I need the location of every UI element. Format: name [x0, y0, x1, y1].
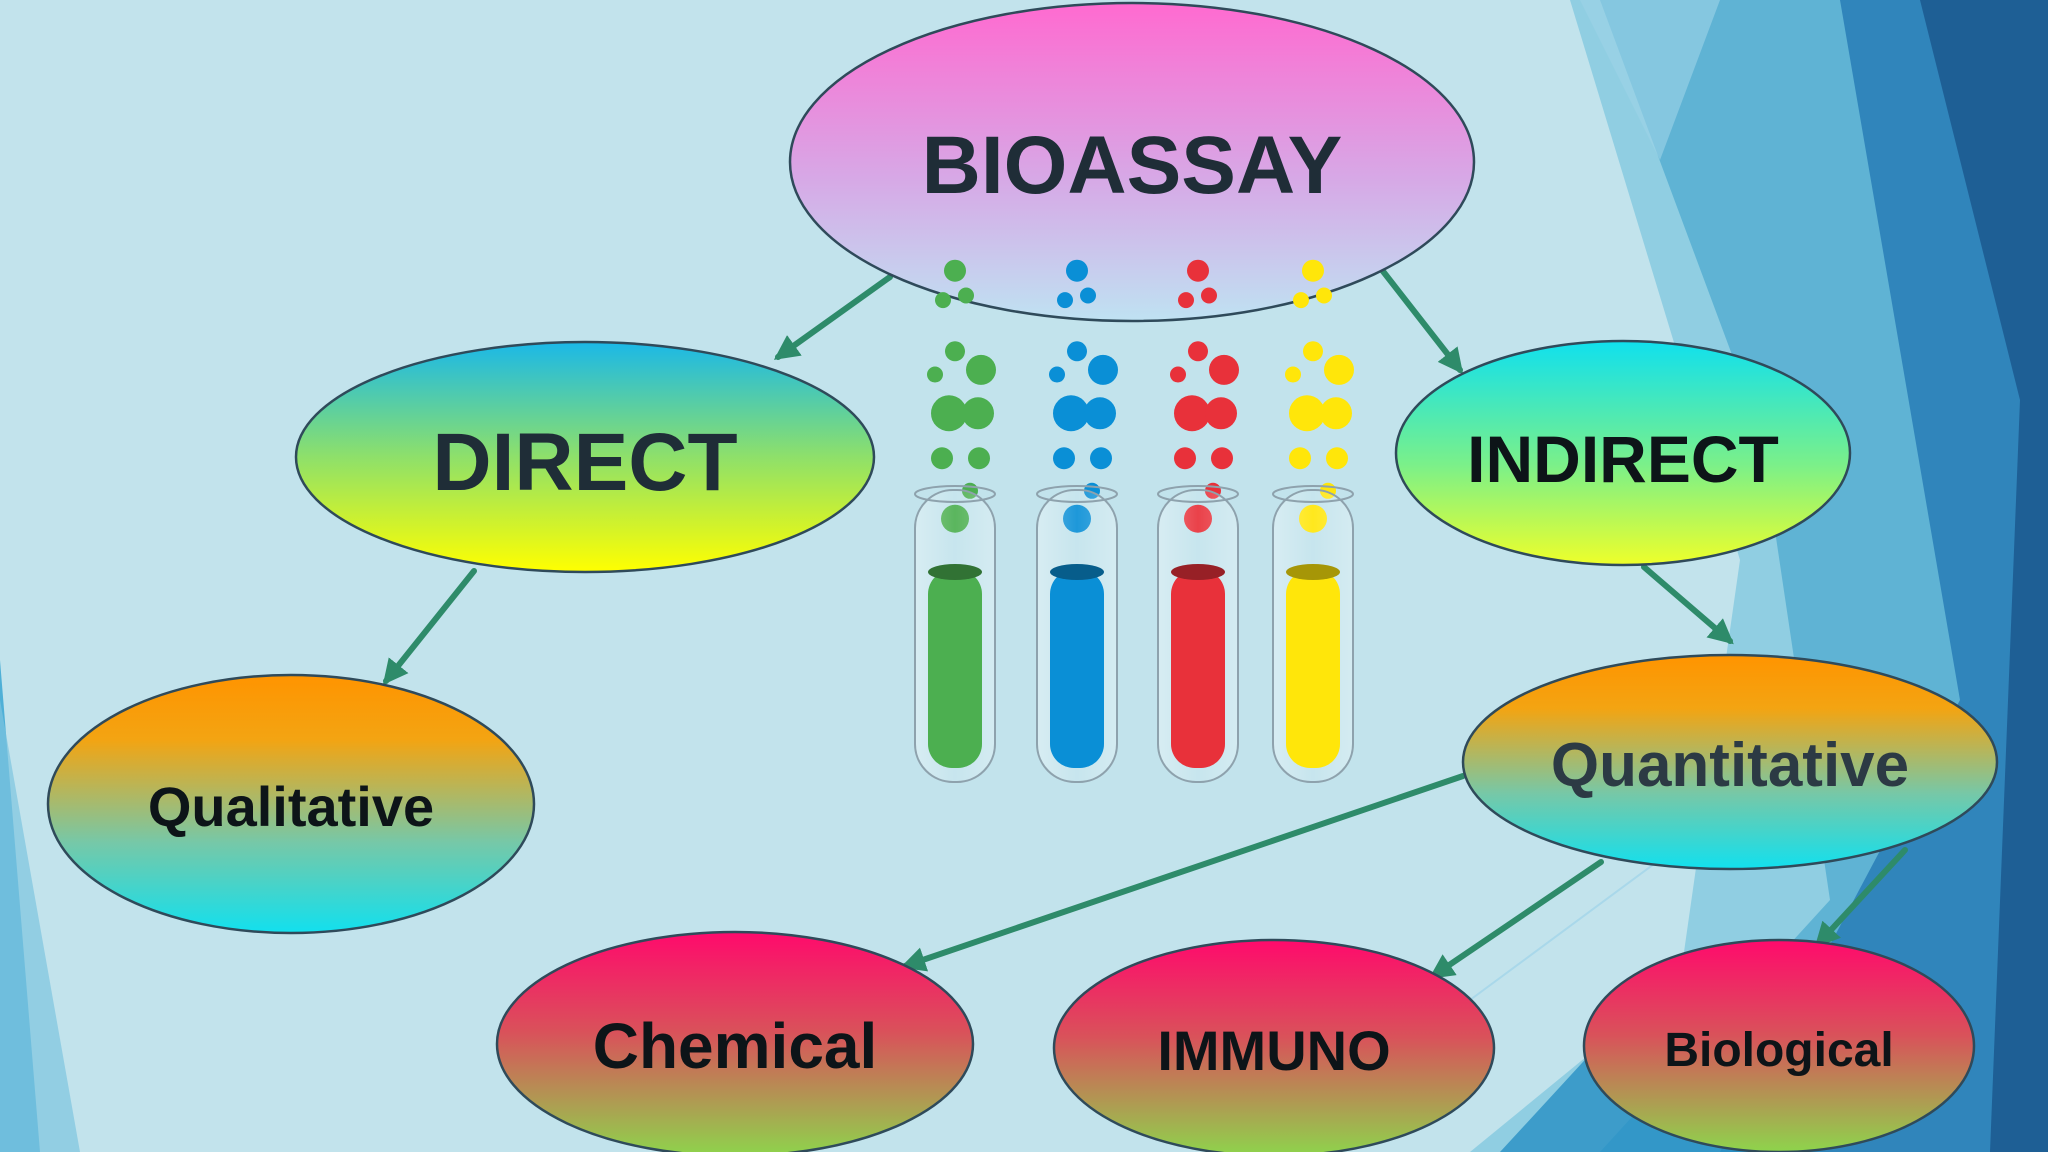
bubble: [1049, 366, 1065, 383]
tube-liquid: [1050, 570, 1104, 768]
arrow-indirect-to-quantitative: [1641, 564, 1734, 645]
bubble: [1188, 341, 1208, 362]
bubble: [1316, 287, 1332, 304]
node-quantitative-label: Quantitative: [1551, 731, 1909, 800]
bubble: [931, 395, 967, 432]
node-indirect-label: INDIRECT: [1467, 422, 1779, 496]
bubble: [1090, 447, 1112, 470]
bubble: [935, 292, 951, 309]
bubble: [1303, 341, 1323, 362]
bubble: [1053, 447, 1075, 470]
bubble: [1174, 395, 1210, 432]
bubble: [1084, 397, 1116, 430]
arrow-bioassay-to-direct: [773, 274, 893, 360]
bubble: [1170, 366, 1186, 383]
bubble: [1289, 395, 1325, 432]
arrow-quantitative-to-biological: [1814, 847, 1908, 948]
bubble: [1057, 292, 1073, 309]
bubble: [1205, 397, 1237, 430]
node-direct-label: DIRECT: [432, 417, 737, 508]
bubble: [944, 259, 966, 282]
liquid-surface: [1171, 564, 1225, 580]
arrow-group: [382, 267, 1908, 979]
tube-rim: [1272, 485, 1354, 503]
node-qualitative-label: Qualitative: [148, 775, 434, 838]
bubble: [931, 447, 953, 470]
bubble: [1178, 292, 1194, 309]
tube-rim: [1157, 485, 1239, 503]
bubble: [1320, 397, 1352, 430]
node-immuno: IMMUNO: [1052, 938, 1496, 1152]
tube-rim: [914, 485, 996, 503]
node-chemical-label: Chemical: [593, 1010, 878, 1082]
bubble: [958, 287, 974, 304]
bubble: [927, 366, 943, 383]
node-qualitative: Qualitative: [46, 673, 536, 935]
tube-rim: [1036, 485, 1118, 503]
bubble: [1067, 341, 1087, 362]
node-biological-label: Biological: [1664, 1024, 1893, 1077]
bubble: [1324, 354, 1354, 385]
bubble: [1174, 447, 1196, 470]
node-chemical: Chemical: [495, 930, 975, 1152]
tube-liquid: [1286, 570, 1340, 768]
arrow-quantitative-to-chemical: [900, 773, 1466, 972]
bubble: [1293, 292, 1309, 309]
liquid-surface: [1050, 564, 1104, 580]
node-bioassay-label: BIOASSAY: [922, 120, 1343, 211]
node-quantitative: Quantitative: [1461, 653, 1999, 871]
node-bioassay: BIOASSAY: [788, 1, 1476, 323]
bubble: [1302, 259, 1324, 282]
bubble: [962, 397, 994, 430]
test-tube-2: [1036, 259, 1118, 783]
bubble: [1289, 447, 1311, 470]
bubble: [1187, 259, 1209, 282]
node-direct: DIRECT: [294, 340, 876, 574]
test-tube-1: [914, 259, 996, 783]
bubble: [1066, 259, 1088, 282]
bubble: [1201, 287, 1217, 304]
bubble: [1088, 354, 1118, 385]
test-tube-4: [1272, 259, 1354, 783]
bubble: [1080, 287, 1096, 304]
test-tube-3: [1157, 259, 1239, 783]
tube-liquid: [928, 570, 982, 768]
bubble: [945, 341, 965, 362]
tube-liquid: [1171, 570, 1225, 768]
node-immuno-label: IMMUNO: [1157, 1019, 1390, 1082]
arrow-quantitative-to-immuno: [1428, 859, 1604, 979]
liquid-surface: [928, 564, 982, 580]
test-tubes-illustration: [914, 259, 1354, 783]
arrow-direct-to-qualitative: [382, 568, 477, 685]
bubble: [966, 354, 996, 385]
bubble: [1211, 447, 1233, 470]
bubble: [1285, 366, 1301, 383]
node-biological: Biological: [1582, 938, 1976, 1152]
bubble: [1209, 354, 1239, 385]
liquid-surface: [1286, 564, 1340, 580]
bubble: [968, 447, 990, 470]
node-indirect: INDIRECT: [1394, 339, 1852, 567]
bubble: [1053, 395, 1089, 432]
bubble: [1326, 447, 1348, 470]
arrow-bioassay-to-indirect: [1379, 267, 1464, 374]
